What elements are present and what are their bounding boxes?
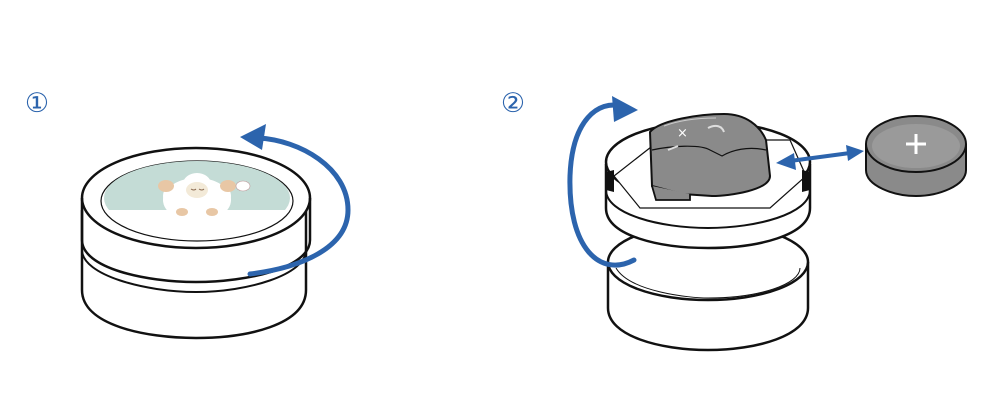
double-arrow-icon: [776, 145, 864, 170]
rotate-arrowhead-icon-2: [612, 96, 638, 122]
rotate-arrow-icon: [247, 135, 351, 277]
step-2-label: ②: [500, 87, 526, 119]
rotate-arrowhead-icon: [240, 124, 266, 150]
step-1-label: ①: [24, 87, 50, 119]
step-2-device: ×: [604, 112, 812, 352]
rotate-arrow-icon-2: [567, 102, 637, 268]
battery-plus-icon: [865, 115, 967, 198]
step-1-device: [80, 146, 312, 340]
battery-holder: ×: [648, 112, 772, 201]
svg-text:×: ×: [677, 126, 688, 141]
sheep-lid-artwork: [104, 161, 290, 235]
